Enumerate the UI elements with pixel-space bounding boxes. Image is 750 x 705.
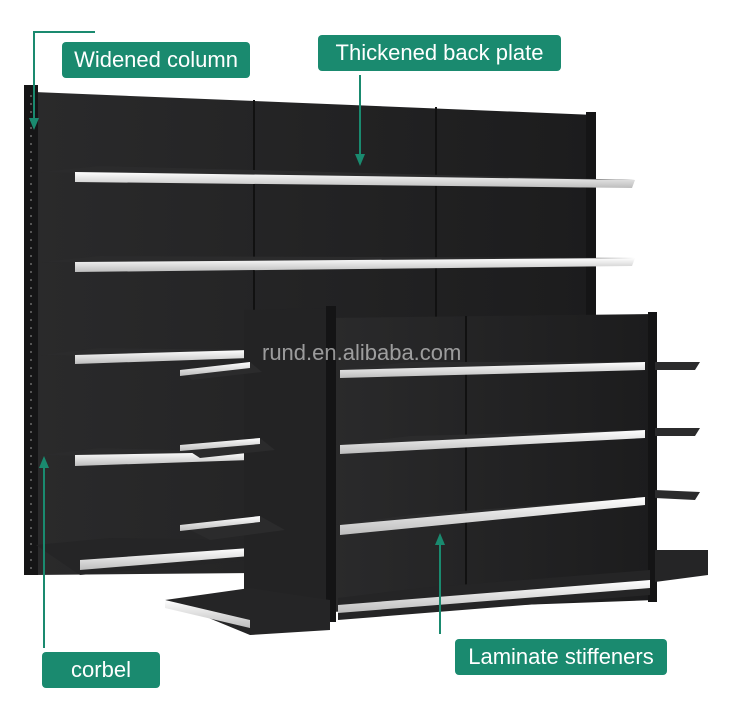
wall-base-shelf [36, 538, 250, 575]
side-base-shelf [655, 550, 708, 582]
side-shelf [655, 428, 700, 436]
gondola-column [326, 306, 336, 622]
arrow-icon [355, 154, 365, 166]
end-panel [244, 308, 330, 620]
gondola-base-shelf [338, 570, 650, 620]
side-shelf [655, 490, 700, 500]
label-thickened-back-plate: Thickened back plate [318, 35, 561, 71]
label-widened-column: Widened column [62, 42, 250, 78]
end-shelf [180, 362, 262, 380]
label-laminate-stiffeners: Laminate stiffeners [455, 639, 667, 675]
end-base-shelf [165, 588, 330, 635]
end-shelf [180, 438, 275, 458]
watermark: rund.en.alibaba.com [262, 340, 462, 365]
end-shelf [180, 516, 285, 540]
gondola-shelf [336, 497, 648, 535]
wall-shelf [40, 166, 635, 188]
gondola-shelf [336, 430, 648, 454]
leader-lines [33, 31, 441, 648]
gondola-shelf [336, 362, 648, 378]
wall-shelf [40, 256, 635, 272]
leader-arrows [29, 118, 445, 545]
arrow-icon [29, 118, 39, 130]
left-column [24, 85, 38, 575]
arrow-icon [435, 533, 445, 545]
gondola-unit [165, 306, 708, 635]
back-plate [330, 314, 655, 612]
leader-line-widened-column [33, 31, 95, 126]
wall-shelf [40, 348, 250, 364]
gondola-column [648, 312, 657, 602]
label-corbel: corbel [42, 652, 160, 688]
side-shelf [655, 362, 700, 370]
arrow-icon [39, 456, 49, 468]
